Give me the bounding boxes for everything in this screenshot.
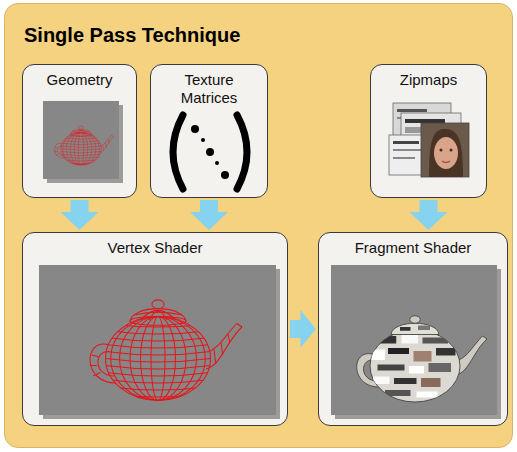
wireframe-teapot	[54, 126, 113, 165]
box-label: Fragment Shader	[319, 233, 507, 257]
box-label: Zipmaps	[371, 65, 486, 89]
flow-arrow	[410, 200, 448, 230]
diagonal-dots	[191, 125, 229, 179]
box-label: Vertex Shader	[23, 233, 287, 257]
component-box: Vertex Shader	[22, 232, 288, 426]
box-label: Geometry	[23, 65, 136, 89]
fragment-illustration	[319, 233, 509, 427]
vertex-illustration	[23, 233, 289, 427]
left-bracket	[173, 115, 183, 189]
textured-teapot	[357, 316, 487, 402]
component-box: Geometry	[22, 64, 137, 198]
flow-arrow	[190, 200, 228, 230]
right-bracket	[237, 115, 247, 189]
component-box: Fragment Shader	[318, 232, 508, 426]
image-ground	[43, 101, 119, 179]
flow-arrow	[61, 200, 99, 230]
image-ground	[39, 265, 276, 415]
box-label: Texture Matrices	[151, 65, 267, 107]
image-ground	[331, 265, 497, 415]
diagram-title: Single Pass Technique	[24, 24, 240, 47]
component-box: Zipmaps	[370, 64, 487, 198]
wireframe-teapot	[90, 300, 242, 401]
component-box: Texture Matrices	[150, 64, 268, 198]
flow-arrow	[290, 310, 316, 348]
